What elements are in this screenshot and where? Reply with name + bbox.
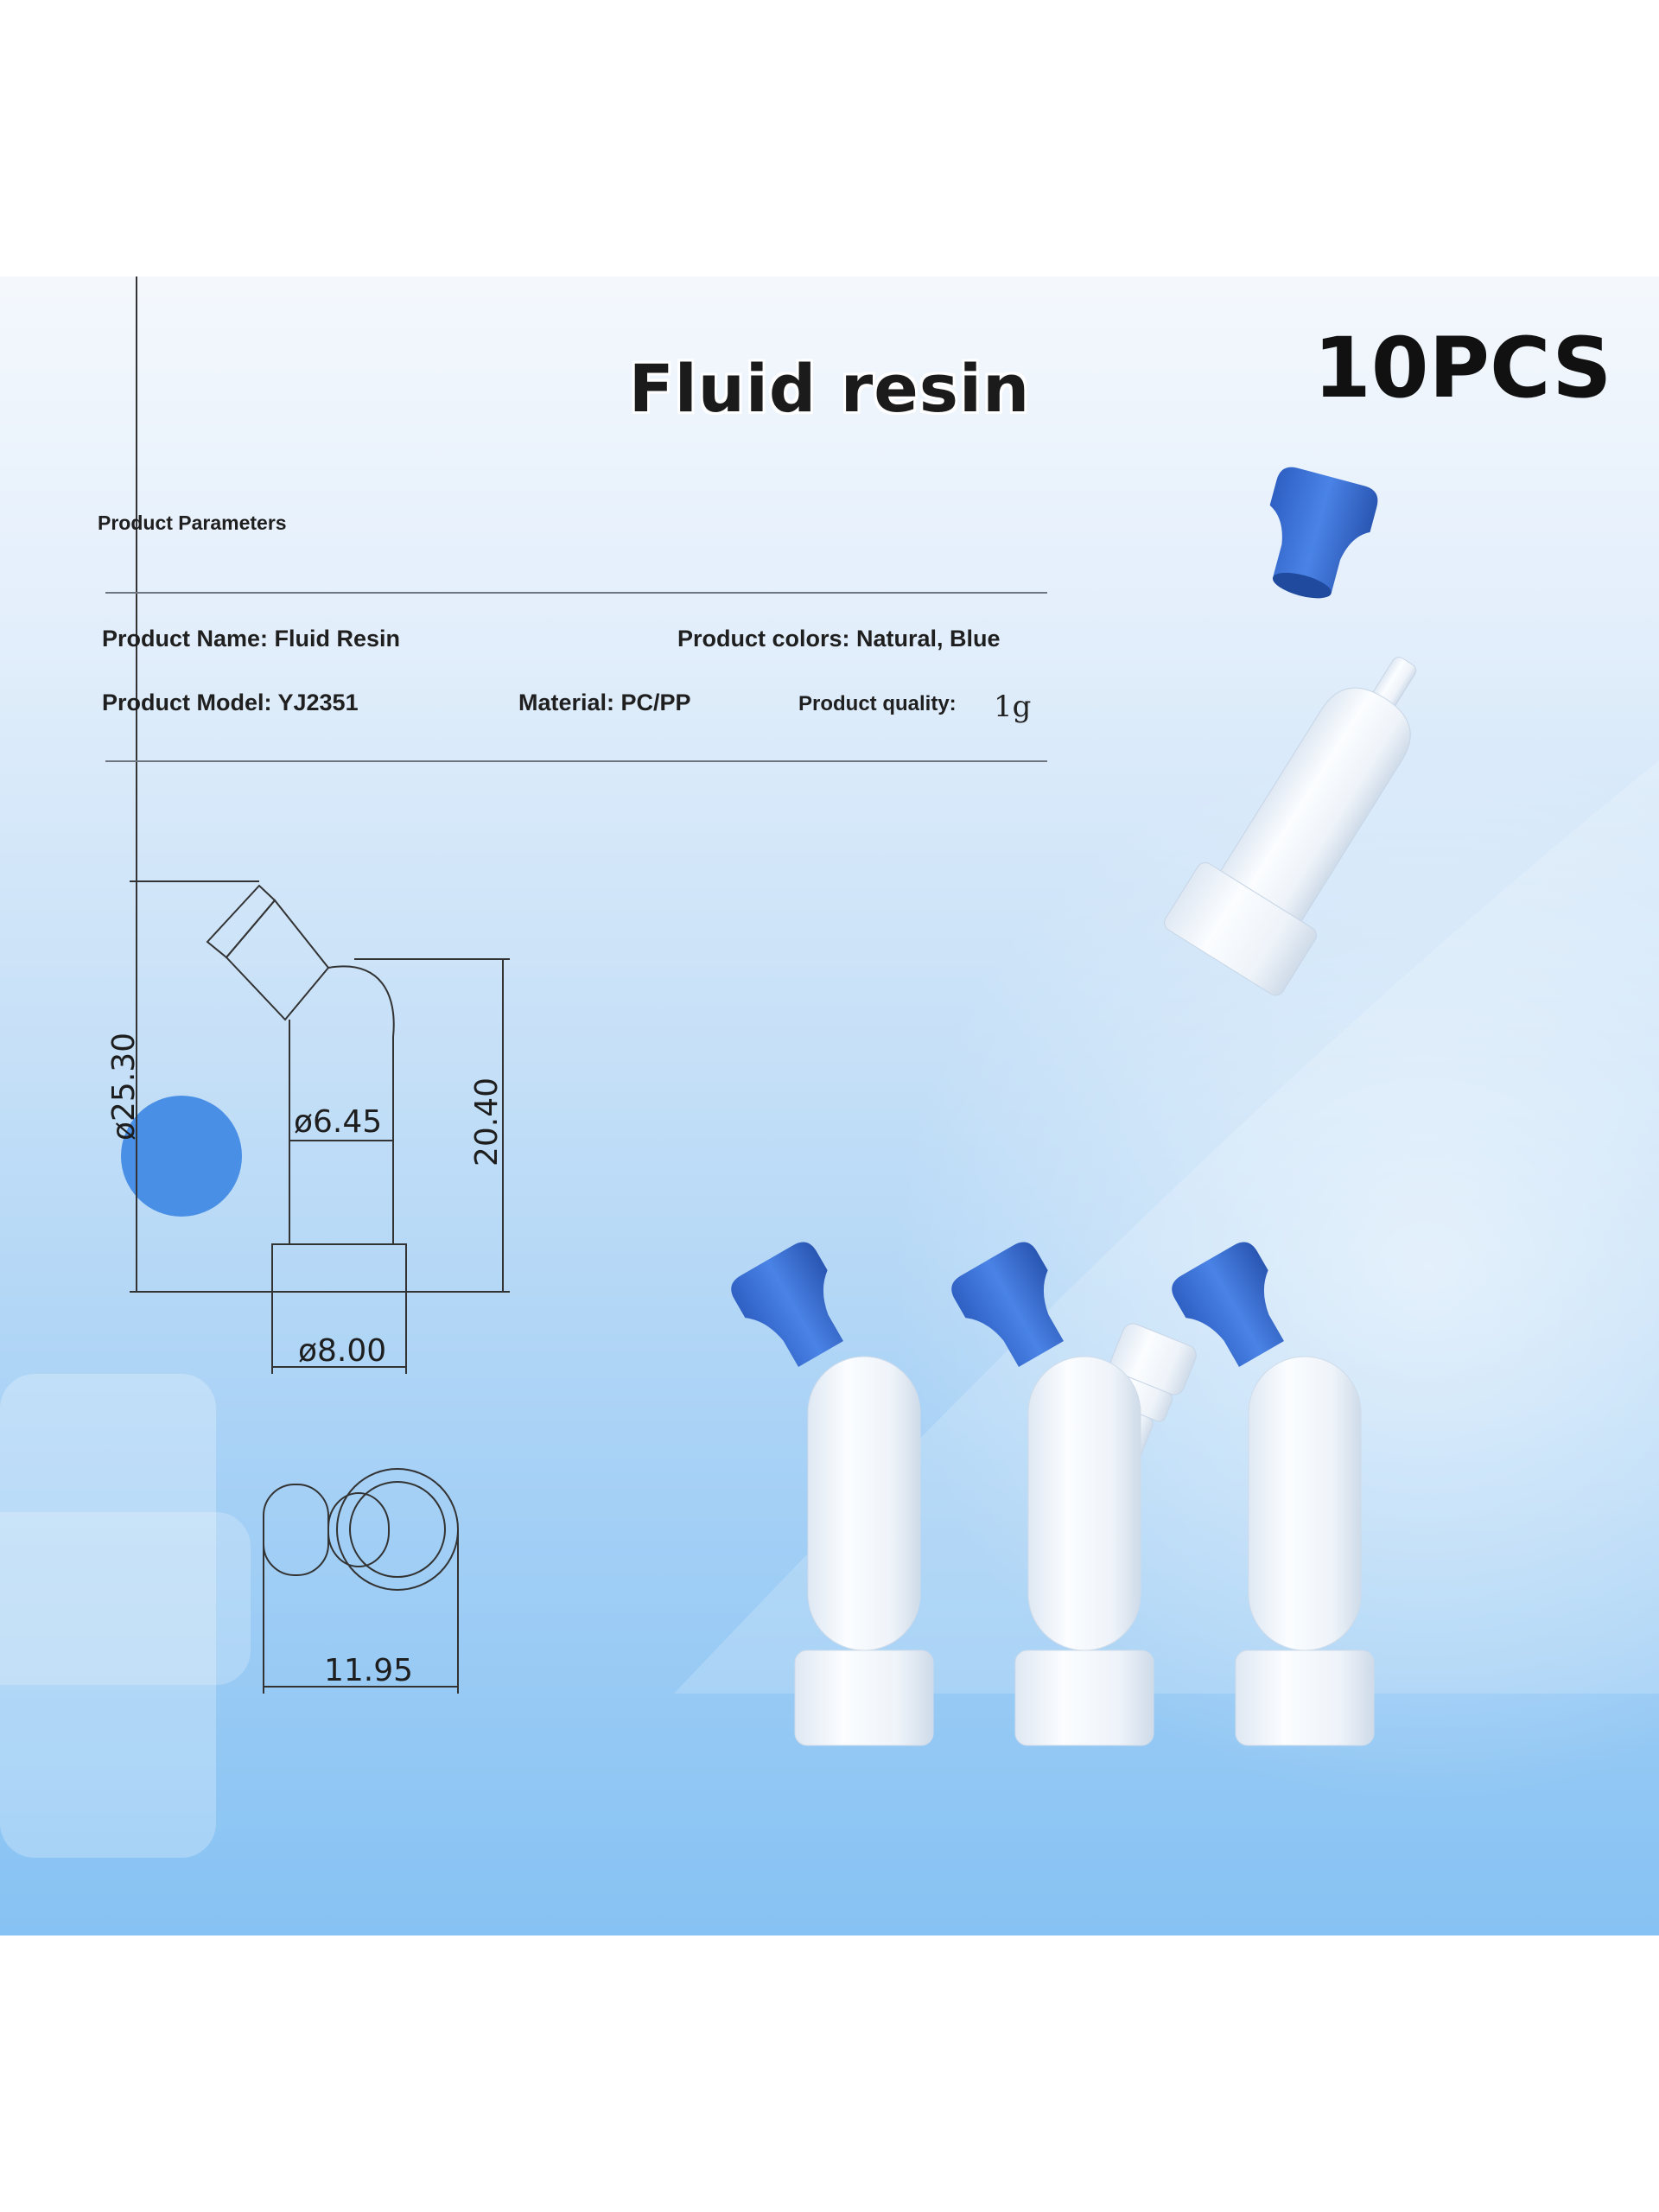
param-quality-label: Product quality: [798, 692, 957, 715]
dim-base-diameter: ø8.00 [298, 1333, 386, 1369]
decorative-shapes: ø25.30 20.40 ø6.45 ø8.00 11.95 [0, 276, 1659, 1858]
technical-drawing-side [130, 276, 510, 1374]
param-quality-value: 1g [994, 690, 1032, 724]
divider-bottom [105, 760, 1047, 762]
dim-overall-height: ø25.30 [106, 1033, 142, 1141]
product-panel: ø25.30 20.40 ø6.45 ø8.00 11.95 Fluid res… [0, 276, 1659, 1936]
dim-cap-width: 11.95 [324, 1653, 413, 1688]
param-material: Material: PC/PP [518, 690, 691, 715]
product-assembled-row [731, 1242, 1375, 1746]
param-product-colors: Product colors: Natural, Blue [677, 626, 1001, 652]
quantity-badge: 10PCS [1313, 320, 1612, 416]
divider-top [105, 592, 1047, 594]
param-product-model: Product Model: YJ2351 [102, 690, 359, 715]
section-heading: Product Parameters [98, 512, 287, 534]
dim-body-height: 20.40 [469, 1077, 505, 1166]
param-product-name: Product Name: Fluid Resin [102, 626, 401, 652]
page-title: Fluid resin [628, 350, 1031, 427]
technical-drawing-cap [263, 1468, 459, 1694]
dim-inner-diameter: ø6.45 [294, 1104, 382, 1140]
